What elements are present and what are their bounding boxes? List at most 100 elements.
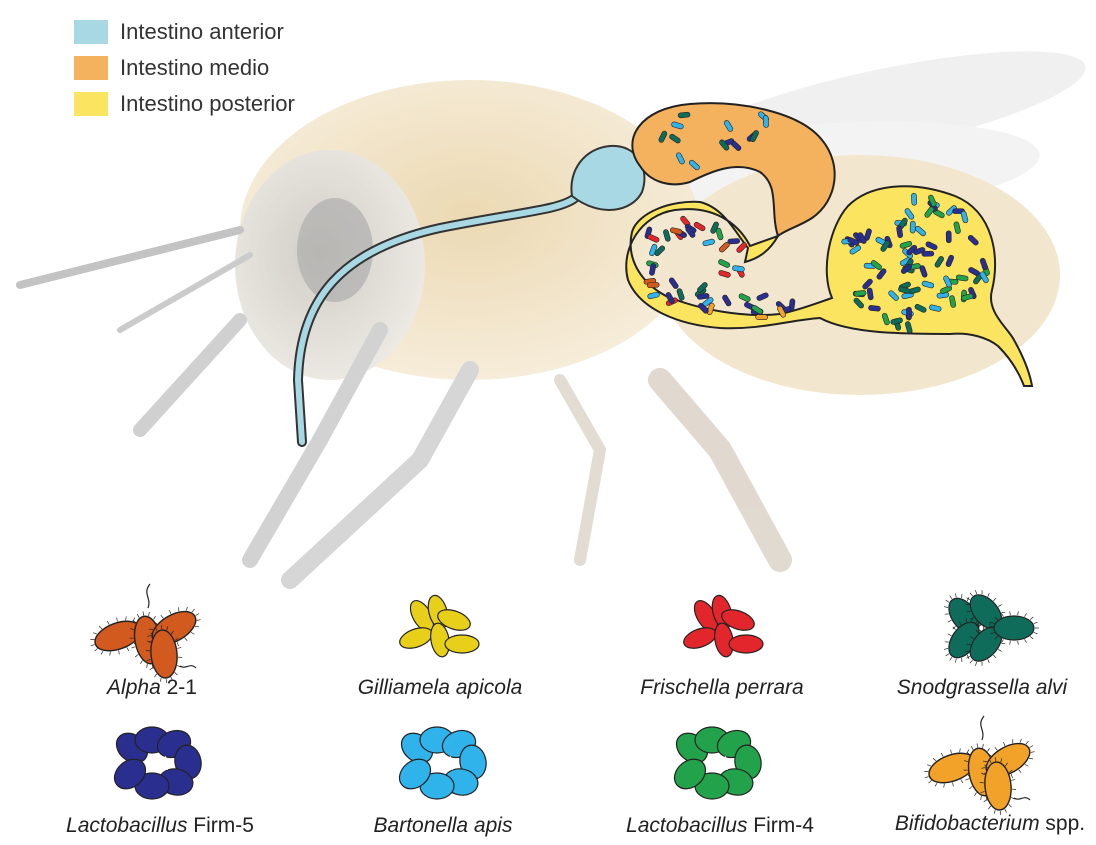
pilus: [952, 782, 954, 786]
pilus: [998, 649, 1001, 652]
legend-item-midgut: Intestino medio: [74, 50, 295, 86]
gut-bacterium: [906, 307, 911, 319]
pilus: [943, 784, 946, 788]
pilus: [140, 660, 143, 663]
legend-swatch: [74, 56, 108, 80]
pilus: [995, 747, 998, 751]
pilus: [109, 652, 112, 656]
pilus: [934, 783, 938, 786]
pilus: [944, 647, 948, 651]
bacterium-suffix: spp.: [1040, 812, 1086, 835]
pilus: [185, 637, 188, 641]
bacterium-cell: [729, 635, 763, 653]
flagellum: [147, 584, 150, 608]
pilus: [987, 659, 991, 663]
pilus: [966, 750, 970, 753]
pilus: [1018, 611, 1019, 615]
bacterium-label: Bartonella apis: [374, 814, 513, 838]
pilus: [1030, 636, 1033, 639]
ring-gap: [148, 756, 168, 770]
pilus: [961, 779, 963, 783]
legend-swatch: [74, 20, 108, 44]
pilus: [925, 777, 929, 778]
pilus: [966, 597, 969, 601]
legend: Intestino anterior Intestino medio Intes…: [74, 14, 295, 122]
pilus: [137, 614, 139, 618]
oval-cluster-icon: [681, 593, 763, 658]
pilus: [966, 655, 969, 659]
gut-bacterium: [911, 193, 917, 205]
pilus: [118, 650, 120, 654]
ring-gap: [433, 756, 453, 770]
gut-bacterium: [910, 221, 915, 233]
pilus: [945, 612, 949, 616]
rod-cluster-flagellated-icon: [924, 716, 1035, 815]
pilus: [175, 672, 178, 675]
bacterium-genus: Lactobacillus: [66, 814, 187, 837]
gut-bacterium: [868, 305, 880, 311]
pilus: [944, 605, 948, 609]
pilus: [99, 626, 102, 630]
bacterium-suffix: 2-1: [161, 676, 197, 699]
pilus: [100, 651, 104, 654]
legend-label: Intestino posterior: [120, 91, 295, 117]
pilus: [980, 590, 984, 594]
pilus: [1029, 757, 1033, 761]
pilus: [1011, 739, 1014, 743]
legend-item-hindgut: Intestino posterior: [74, 86, 295, 122]
pilus: [988, 806, 991, 809]
pilus: [177, 607, 180, 611]
pilus: [950, 596, 952, 599]
pilus: [191, 631, 194, 635]
legend-swatch: [74, 92, 108, 116]
pilus: [941, 753, 943, 757]
pilus: [148, 612, 150, 616]
pilus: [94, 649, 98, 652]
pilus: [146, 664, 148, 668]
pilus: [971, 746, 973, 750]
bacterium-label: Lactobacillus Firm-4: [626, 814, 814, 838]
bacterium-genus: Bartonella apis: [374, 814, 513, 837]
pilus: [132, 618, 136, 621]
ring-chain-icon: [669, 726, 764, 799]
pilus: [1012, 789, 1016, 790]
bacterium-label: Gilliamela apicola: [358, 676, 523, 700]
pilus: [143, 611, 144, 615]
bacterium-cell: [994, 616, 1034, 640]
pilus: [948, 620, 952, 623]
pilus: [960, 594, 964, 598]
pilus: [153, 616, 156, 619]
pilus: [169, 610, 172, 614]
pilus: [161, 615, 164, 619]
pilus: [93, 632, 97, 635]
pilus: [150, 668, 154, 670]
pilus: [960, 658, 964, 662]
bacterium-label: Snodgrassella alvi: [897, 676, 1067, 700]
pilus: [1010, 611, 1011, 615]
pilus: [965, 779, 969, 780]
pilus: [196, 614, 199, 616]
pilus: [90, 638, 94, 641]
bacterium-suffix: Firm-5: [187, 814, 254, 837]
pilus: [1025, 613, 1027, 616]
rod-cluster-flagellated-icon: [90, 584, 201, 683]
pilus: [980, 662, 984, 666]
gut-bacterium: [756, 315, 768, 320]
pilus: [987, 593, 991, 597]
pilus: [946, 653, 949, 657]
bacterium-label: Lactobacillus Firm-5: [66, 814, 254, 838]
pilus: [191, 609, 195, 612]
pilus: [177, 642, 180, 646]
pilus: [977, 743, 978, 747]
pilus: [954, 659, 957, 663]
pilus: [998, 604, 1001, 607]
bacterium-label: Bifidobacterium spp.: [895, 812, 1085, 836]
pilus: [1031, 751, 1035, 754]
pilus: [974, 662, 977, 666]
pilus: [195, 625, 199, 629]
pilus: [1018, 641, 1019, 645]
pilus: [982, 744, 984, 748]
pilus: [1009, 804, 1012, 807]
pilus: [1010, 641, 1011, 645]
